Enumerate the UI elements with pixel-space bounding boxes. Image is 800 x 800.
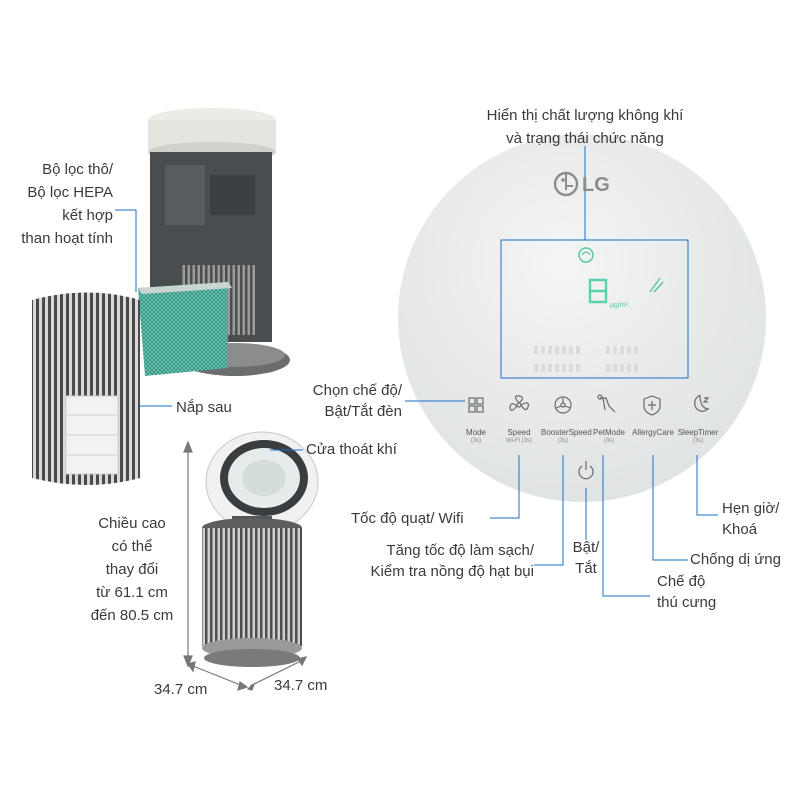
label-back-cover: Nắp sau [176,399,232,416]
label-timer-line2: Khoá [722,521,758,538]
button-allergy-label[interactable]: AllergyCare [632,428,674,437]
button-mode-sub: (3s) [470,438,482,444]
label-booster: Tăng tốc độ làm sạch/ Kiểm tra nồng độ h… [330,541,534,581]
purifier-exploded-view [32,108,290,485]
label-display: Hiển thị chất lượng không khí và trạng t… [460,106,710,148]
button-timer-label[interactable]: SleepTimer [677,428,719,437]
button-speed-label[interactable]: Speed [507,428,531,437]
label-power-line2: Tắt [575,560,597,577]
label-height-line5: đến 80.5 cm [90,607,174,624]
label-outlet: Cửa thoát khí [306,441,397,458]
button-speed-sub: Wi-Fi (3s) [506,438,532,444]
label-pet-line1: Chế độ [657,573,706,590]
label-mode-line2: Bật/Tắt đèn [324,403,402,420]
purifier-small-view [202,431,319,667]
moon-timer-icon [694,394,710,412]
button-booster-label[interactable]: BoosterSpeed [541,428,592,437]
label-allergy: Chống dị ứng [690,551,781,568]
label-filter: Bộ lọc thô/ Bộ lọc HEPA kết hợp than hoạ… [0,160,113,248]
label-filter-line4: than hoạt tính [21,230,113,247]
label-display-line2: và trạng thái chức năng [506,130,664,147]
label-filter-line1: Bộ lọc thô/ [42,161,113,178]
power-icon [578,461,594,480]
label-timer: Hẹn giờ/ Khoá [722,499,779,539]
label-filter-line2: Bộ lọc HEPA [27,184,113,201]
button-timer-sub: (3s) [692,438,704,444]
label-display-line1: Hiển thị chất lượng không khí [486,107,684,124]
label-width-left: 34.7 cm [154,681,208,698]
label-booster-line2: Kiểm tra nồng độ hạt bụi [370,563,534,580]
callout-lines [115,146,718,597]
dimension-lines [183,440,308,691]
display-unit: µg/m³ [610,302,629,309]
four-squares-icon [468,397,484,413]
button-booster-sub: (3s) [557,438,569,444]
button-mode-label[interactable]: Mode [465,428,486,437]
shield-leaf-icon [643,395,661,416]
label-height: Chiều cao có thể thay đổi từ 61.1 cm đến… [74,514,190,625]
label-mode: Chọn chế độ/ Bật/Tắt đèn [280,381,402,421]
label-height-line3: thay đổi [105,561,159,578]
label-pet-line2: thú cưng [657,594,717,611]
label-power-line1: Bật/ [572,539,600,556]
label-height-line1: Chiều cao [98,515,166,532]
fan-icon [509,395,529,411]
label-booster-line1: Tăng tốc độ làm sạch/ [386,542,534,559]
label-mode-line1: Chọn chế độ/ [312,382,402,399]
label-height-line2: có thể [111,538,153,555]
brand-logo-text: LG [582,174,610,196]
label-power: Bật/ Tắt [560,538,612,578]
button-pet-sub: (3s) [603,438,615,444]
label-timer-line1: Hẹn giờ/ [722,500,780,517]
label-filter-line3: kết hợp [62,207,113,224]
label-height-line4: từ 61.1 cm [96,584,168,601]
control-panel [398,134,766,502]
label-width-right: 34.7 cm [274,677,328,694]
label-pet: Chế độ thú cưng [657,572,716,612]
pet-icon [597,394,616,413]
button-pet-label[interactable]: PetMode [592,428,626,437]
booster-fan-icon [554,396,572,414]
label-speed: Tốc độ quạt/ Wifi [351,510,464,527]
